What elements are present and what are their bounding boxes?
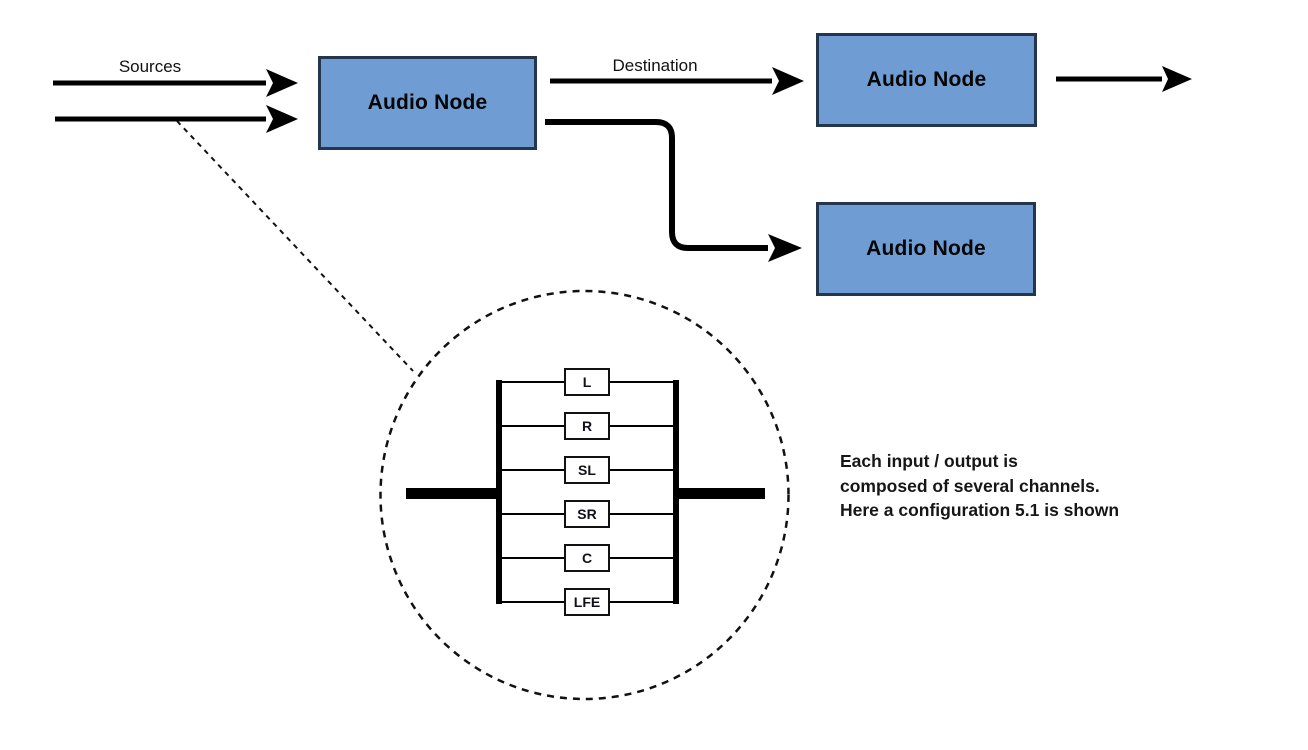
bus-output-stub bbox=[679, 488, 765, 499]
audio-node-label: Audio Node bbox=[367, 91, 488, 114]
bus-input-stub bbox=[406, 488, 496, 499]
annotation-text: Each input / output is composed of sever… bbox=[840, 449, 1180, 523]
destination-label: Destination bbox=[612, 56, 698, 75]
branch-arrow-path bbox=[545, 119, 768, 251]
sources-label: Sources bbox=[118, 57, 182, 76]
zoom-circle bbox=[379, 289, 790, 701]
output-arrowhead bbox=[1162, 66, 1192, 92]
audio-node-box-3: Audio Node bbox=[816, 202, 1036, 296]
audio-node-label: Audio Node bbox=[866, 237, 986, 260]
audio-node-label: Audio Node bbox=[866, 68, 987, 91]
source-arrowhead-1 bbox=[266, 69, 298, 97]
channel-box-sr: SR bbox=[564, 500, 610, 528]
channel-bus-right-bar bbox=[673, 380, 679, 604]
audio-node-box-1: Audio Node bbox=[318, 56, 537, 150]
annotation-line-2: composed of several channels. bbox=[840, 475, 1100, 496]
channel-box-sl: SL bbox=[564, 456, 610, 484]
annotation-line-1: Each input / output is bbox=[840, 451, 1018, 471]
channel-box-lfe: LFE bbox=[564, 588, 610, 616]
channel-box-r: R bbox=[564, 412, 610, 440]
channel-box-c: C bbox=[564, 544, 610, 572]
channel-bus-left-bar bbox=[496, 380, 502, 604]
branch-arrowhead bbox=[768, 234, 802, 262]
source-arrowhead-2 bbox=[266, 105, 298, 133]
destination-arrowhead bbox=[772, 67, 804, 95]
channel-box-l: L bbox=[564, 368, 610, 396]
annotation-line-3: Here a configuration 5.1 is shown bbox=[840, 500, 1120, 520]
zoom-leader-dashed-line bbox=[176, 120, 414, 372]
audio-node-box-2: Audio Node bbox=[816, 33, 1037, 127]
